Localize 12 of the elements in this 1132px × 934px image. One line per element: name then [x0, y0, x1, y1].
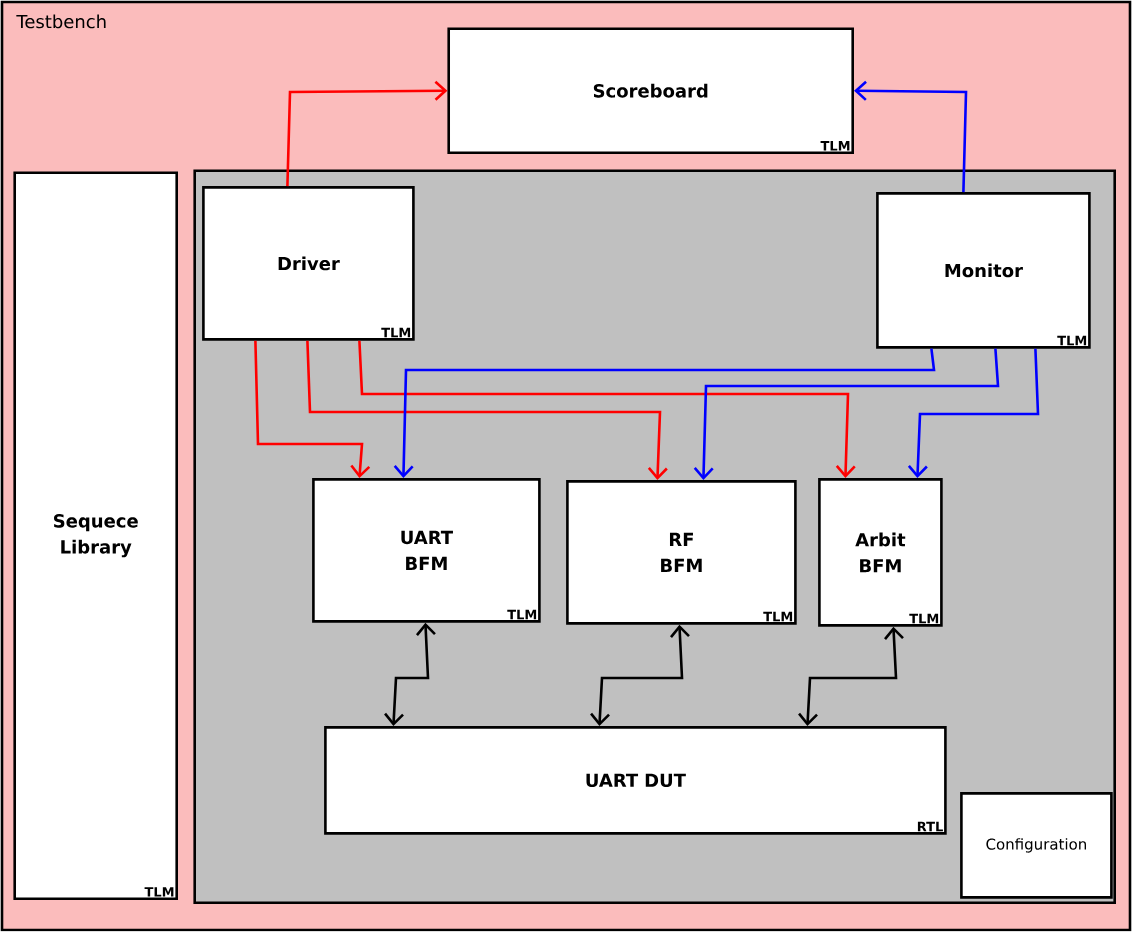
arrow	[693, 348, 1000, 481]
arrow	[286, 80, 448, 187]
frame-title: Testbench	[16, 14, 106, 29]
arrow	[854, 80, 968, 193]
arrow	[393, 348, 936, 479]
arrow	[358, 340, 856, 479]
arrow	[798, 626, 904, 727]
arrow	[907, 348, 1040, 479]
arrow	[254, 340, 371, 479]
arrow	[306, 340, 668, 481]
arrow	[384, 622, 436, 727]
arrow	[590, 624, 690, 727]
